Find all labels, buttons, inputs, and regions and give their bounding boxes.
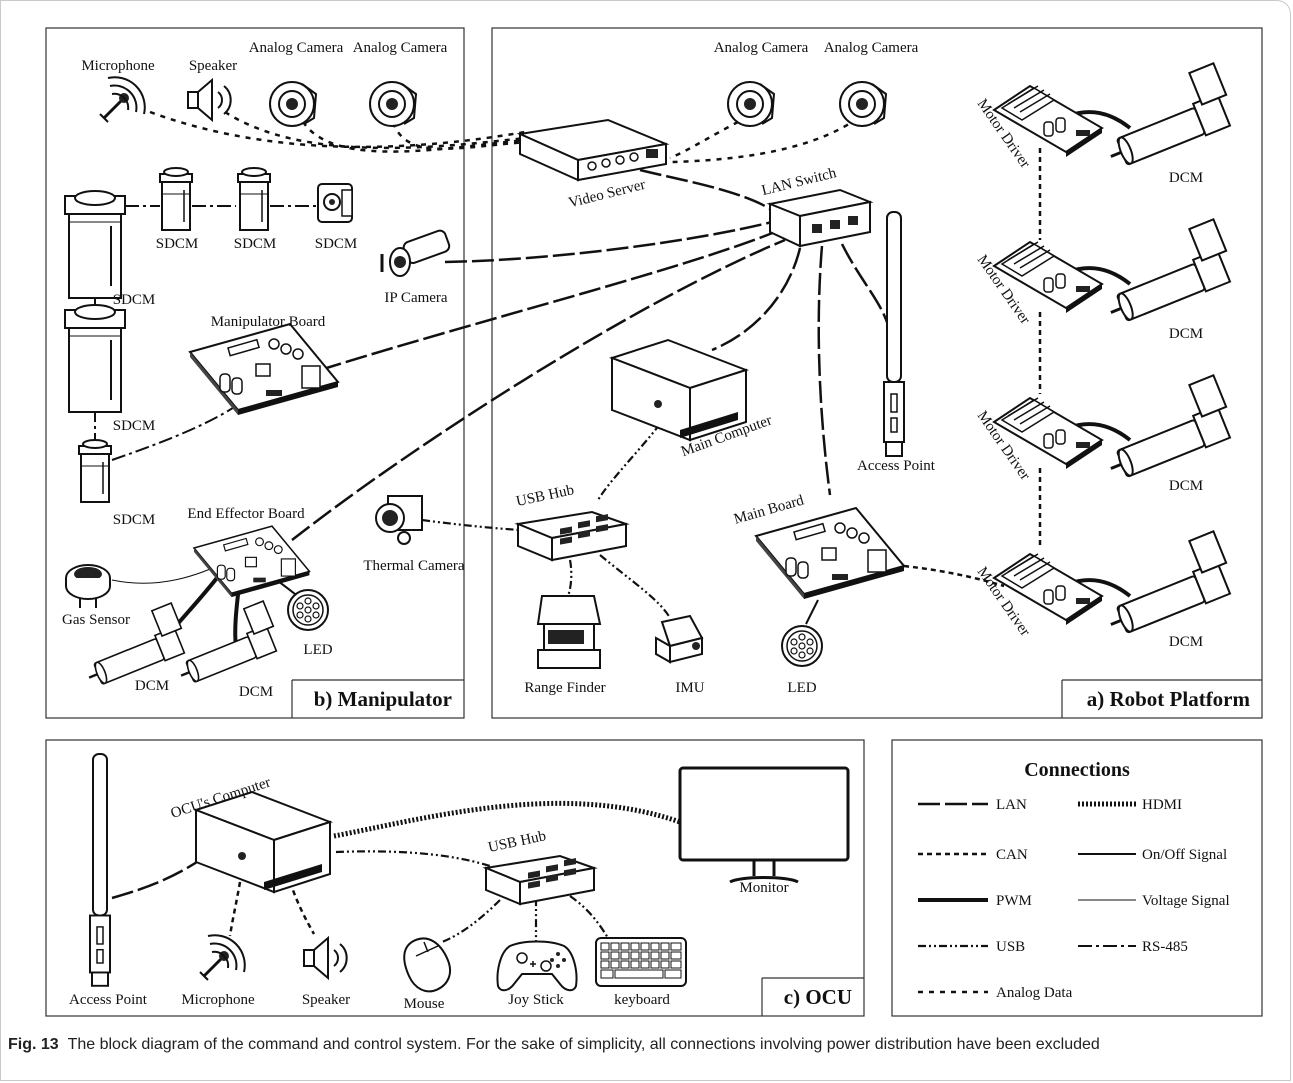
speaker-label: Speaker: [189, 58, 237, 74]
ocu-panel: [45, 739, 865, 1017]
range-finder-icon: [536, 595, 602, 669]
legend-item-voltage: Voltage Signal: [1142, 893, 1230, 909]
thermal-camera-icon: [375, 495, 423, 545]
robot-platform-panel: [491, 27, 1263, 719]
dcm-label: DCM: [1169, 634, 1203, 650]
gas-sensor-icon: [65, 564, 111, 608]
main-board-label: Main Board: [732, 492, 806, 527]
microphone-label: Microphone: [81, 58, 155, 74]
legend-item-hdmi: HDMI: [1142, 797, 1182, 813]
main-computer-icon: [611, 339, 747, 441]
manipulator-title: b) Manipulator: [314, 687, 452, 711]
sdcm-big-icon: [64, 304, 126, 413]
sdcm-big-icon: [64, 190, 126, 299]
dcm-label: DCM: [1169, 170, 1203, 186]
gas-sensor-label: Gas Sensor: [62, 612, 130, 628]
manipulator-board-icon: [189, 323, 339, 416]
access-point-label: Access Point: [857, 458, 936, 474]
microphone-icon: [98, 75, 147, 124]
legend-item-can: CAN: [996, 847, 1028, 863]
legend-item-onoff: On/Off Signal: [1142, 847, 1227, 863]
analog-camera-label: Analog Camera: [714, 40, 809, 56]
thermal-camera-label: Thermal Camera: [363, 558, 465, 574]
sdcm-label: SDCM: [234, 236, 277, 252]
sdcm-icon: [78, 439, 112, 503]
microphone-label: Microphone: [181, 992, 255, 1008]
figure-caption: Fig. 13 The block diagram of the command…: [8, 1034, 1283, 1056]
analog-camera-label: Analog Camera: [249, 40, 344, 56]
legend-title: Connections: [1024, 759, 1130, 781]
dcm-label: DCM: [1169, 478, 1203, 494]
sdcm-label: SDCM: [113, 418, 156, 434]
block-diagram: Analog Camera Analog Camera Video Server…: [45, 27, 1263, 1017]
analog-camera-label: Analog Camera: [353, 40, 448, 56]
range-finder-label: Range Finder: [524, 680, 605, 696]
analog-camera-label: Analog Camera: [824, 40, 919, 56]
microphone-icon: [198, 933, 247, 982]
usb-hub-icon: [517, 511, 627, 561]
access-point-icon: [883, 211, 905, 457]
ocu-title: c) OCU: [784, 985, 852, 1009]
legend-item-usb: USB: [996, 939, 1025, 955]
legend-item-pwm: PWM: [996, 893, 1032, 909]
manipulator-board-label: Manipulator Board: [211, 314, 326, 330]
video-server-label: Video Server: [567, 177, 647, 212]
end-effector-board-label: End Effector Board: [187, 506, 305, 522]
sdcm-icon: [237, 167, 271, 231]
led-label: LED: [303, 642, 332, 658]
ip-camera-label: IP Camera: [384, 290, 448, 306]
speaker-label: Speaker: [302, 992, 350, 1008]
led-icon: [781, 625, 823, 667]
usb-hub-label: USB Hub: [487, 828, 548, 856]
sdcm-servo-icon: [317, 183, 353, 223]
legend-item-rs485: RS-485: [1142, 939, 1188, 955]
ip-camera-icon: [380, 229, 451, 277]
manipulator-panel: [45, 27, 465, 719]
usb-hub-icon: [485, 855, 595, 905]
sdcm-label: SDCM: [315, 236, 358, 252]
keyboard-icon: [595, 937, 687, 987]
access-point-label: Access Point: [69, 992, 148, 1008]
dcm-label: DCM: [135, 678, 169, 694]
connections: [94, 110, 1132, 944]
mouse-label: Mouse: [404, 996, 445, 1012]
monitor-icon: [678, 766, 850, 884]
keyboard-label: keyboard: [614, 992, 670, 1008]
usb-hub-label: USB Hub: [515, 482, 576, 510]
main-board-icon: [755, 507, 905, 600]
monitor-label: Monitor: [739, 880, 788, 896]
led-icon: [287, 589, 329, 631]
lan-switch-icon: [766, 188, 874, 248]
legend-item-analog: Analog Data: [996, 985, 1073, 1001]
speaker-icon: [187, 79, 232, 121]
joystick-icon: [496, 940, 578, 992]
sdcm-label: SDCM: [113, 292, 156, 308]
analog-camera-icon: [269, 81, 317, 127]
access-point-icon: [89, 753, 111, 987]
sdcm-icon: [159, 167, 193, 231]
mouse-icon: [403, 937, 451, 993]
imu-label: IMU: [675, 680, 704, 696]
analog-camera-icon: [727, 81, 775, 127]
figure-number: Fig. 13: [8, 1036, 59, 1053]
video-server-icon: [516, 118, 670, 182]
legend-panel: [891, 739, 1263, 1017]
sdcm-label: SDCM: [156, 236, 199, 252]
legend-item-lan: LAN: [996, 797, 1027, 813]
robot-platform-title: a) Robot Platform: [1087, 687, 1251, 711]
sdcm-label: SDCM: [113, 512, 156, 528]
joystick-label: Joy Stick: [508, 992, 564, 1008]
dcm-label: DCM: [1169, 326, 1203, 342]
led-label: LED: [787, 680, 816, 696]
dcm-label: DCM: [239, 684, 273, 700]
analog-camera-icon: [839, 81, 887, 127]
analog-camera-icon: [369, 81, 417, 127]
imu-icon: [655, 614, 704, 664]
legend: Connections LAN HDMI CAN On/Off Signal P…: [918, 759, 1230, 1001]
speaker-icon: [303, 937, 348, 979]
caption-text: The block diagram of the command and con…: [67, 1036, 1100, 1053]
